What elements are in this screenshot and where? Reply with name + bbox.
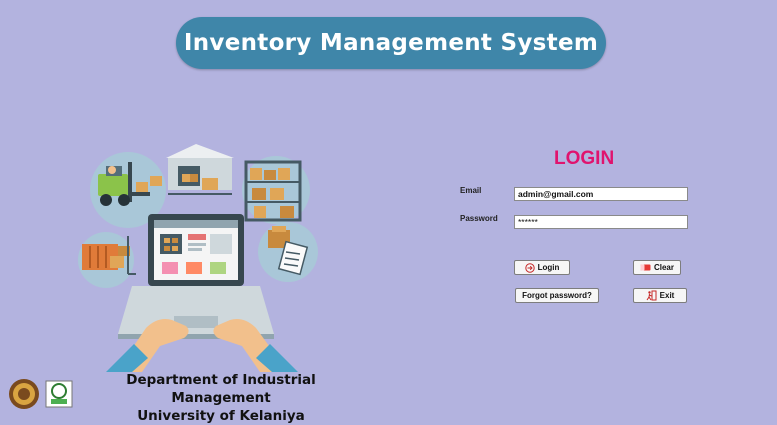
login-arrow-icon bbox=[524, 262, 535, 273]
department-line: Department of Industrial Management bbox=[126, 372, 316, 406]
forklift-icon bbox=[98, 162, 162, 206]
forgot-password-button[interactable]: Forgot password? bbox=[515, 288, 599, 303]
typing-hands-icon bbox=[106, 319, 298, 372]
login-heading: LOGIN bbox=[554, 148, 615, 169]
shelving-icon bbox=[244, 160, 302, 222]
university-line: University of Kelaniya bbox=[137, 408, 305, 424]
eraser-icon bbox=[640, 264, 651, 271]
email-label: Email bbox=[460, 186, 482, 195]
forgot-password-label: Forgot password? bbox=[522, 291, 592, 300]
password-field[interactable]: ****** bbox=[514, 215, 688, 229]
exit-door-icon bbox=[646, 290, 657, 301]
cargo-container-icon bbox=[82, 236, 136, 275]
clipboard-icon bbox=[268, 226, 309, 276]
exit-button-label: Exit bbox=[659, 291, 675, 300]
exit-button[interactable]: Exit bbox=[633, 288, 687, 303]
laptop-icon bbox=[118, 214, 274, 339]
password-label: Password bbox=[460, 214, 498, 223]
clear-button-label: Clear bbox=[653, 263, 674, 272]
login-button[interactable]: Login bbox=[514, 260, 570, 275]
university-crest-icon bbox=[9, 379, 39, 409]
department-name: Department of Industrial Management Univ… bbox=[76, 371, 366, 425]
app-title: Inventory Management System bbox=[183, 30, 599, 56]
email-field[interactable]: admin@gmail.com bbox=[514, 187, 688, 201]
login-button-label: Login bbox=[537, 263, 560, 272]
department-logo-icon bbox=[45, 380, 73, 408]
app-title-banner: Inventory Management System bbox=[176, 17, 606, 69]
inventory-illustration bbox=[78, 144, 318, 372]
clear-button[interactable]: Clear bbox=[633, 260, 681, 275]
warehouse-icon bbox=[166, 144, 234, 195]
